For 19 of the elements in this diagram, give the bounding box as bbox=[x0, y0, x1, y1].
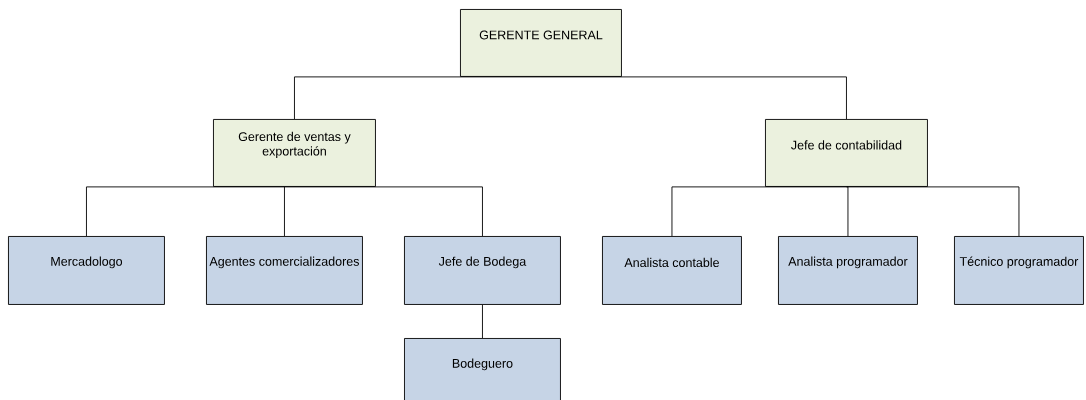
connector-line bbox=[540, 76, 847, 120]
org-box: Agentes comercializadores bbox=[206, 236, 363, 305]
connector-line bbox=[86, 186, 285, 237]
org-box: Analista programador bbox=[778, 236, 918, 305]
org-box: Técnico programador bbox=[954, 236, 1084, 305]
org-box: Gerente de ventas y exportación bbox=[213, 119, 376, 187]
org-box: GERENTE GENERAL bbox=[460, 9, 622, 77]
org-box: Jefe de contabilidad bbox=[765, 119, 928, 187]
org-box: Mercadologo bbox=[8, 236, 165, 305]
connector-line bbox=[294, 76, 542, 120]
connector-line bbox=[671, 186, 847, 237]
org-box: Analista contable bbox=[602, 236, 742, 305]
org-box: Bodeguero bbox=[404, 338, 561, 400]
connector-line bbox=[846, 186, 849, 237]
connector-line bbox=[846, 186, 1020, 237]
org-box: Jefe de Bodega bbox=[404, 236, 561, 305]
connector-line bbox=[482, 304, 483, 339]
connector-line bbox=[284, 186, 483, 237]
connector-line bbox=[284, 186, 285, 237]
